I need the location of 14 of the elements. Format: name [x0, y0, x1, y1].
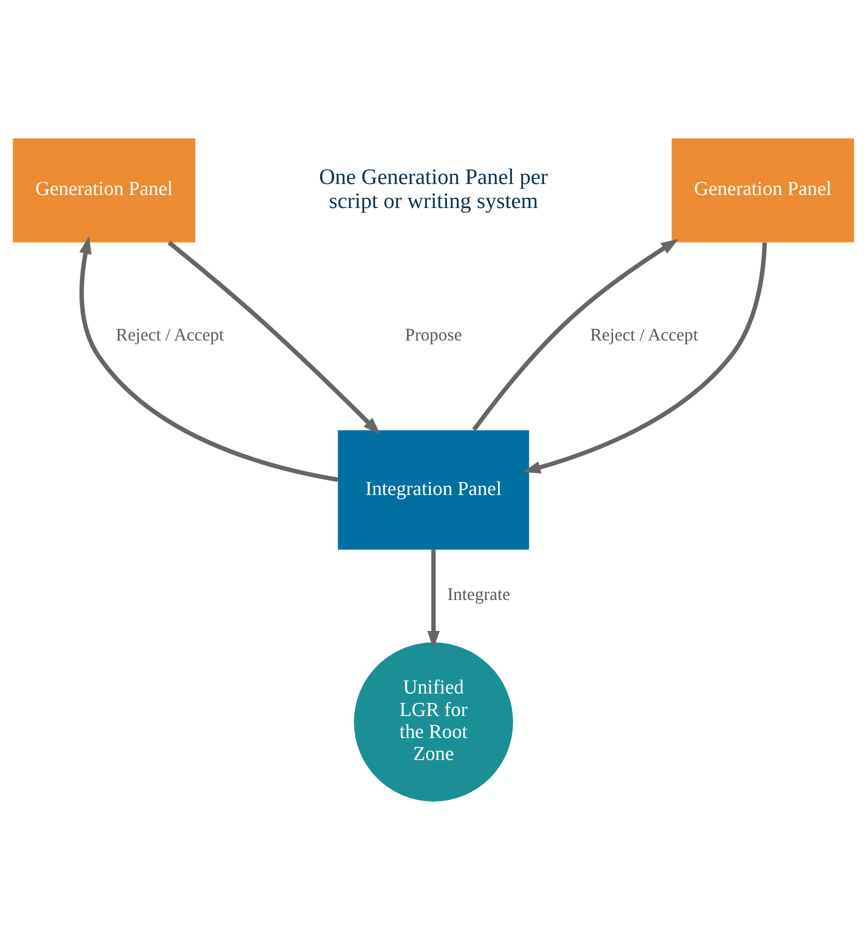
edge-label: Integrate [447, 584, 510, 604]
node-box: Generation Panel [672, 138, 854, 242]
arrow [168, 240, 381, 435]
arrow [427, 550, 440, 649]
edge-label: Reject / Accept [116, 324, 224, 344]
label: Propose [405, 324, 462, 344]
arrow [472, 238, 679, 432]
label: One Generation Panel per script or writing system [319, 164, 548, 214]
arrow [79, 236, 338, 482]
node-box: Integration Panel [338, 430, 530, 550]
node-box: Generation Panel [12, 138, 196, 242]
arrow [522, 242, 767, 474]
edge-label: Reject / Accept [590, 324, 698, 344]
node-circle: Unified LGR for the Root Zone [354, 642, 514, 802]
